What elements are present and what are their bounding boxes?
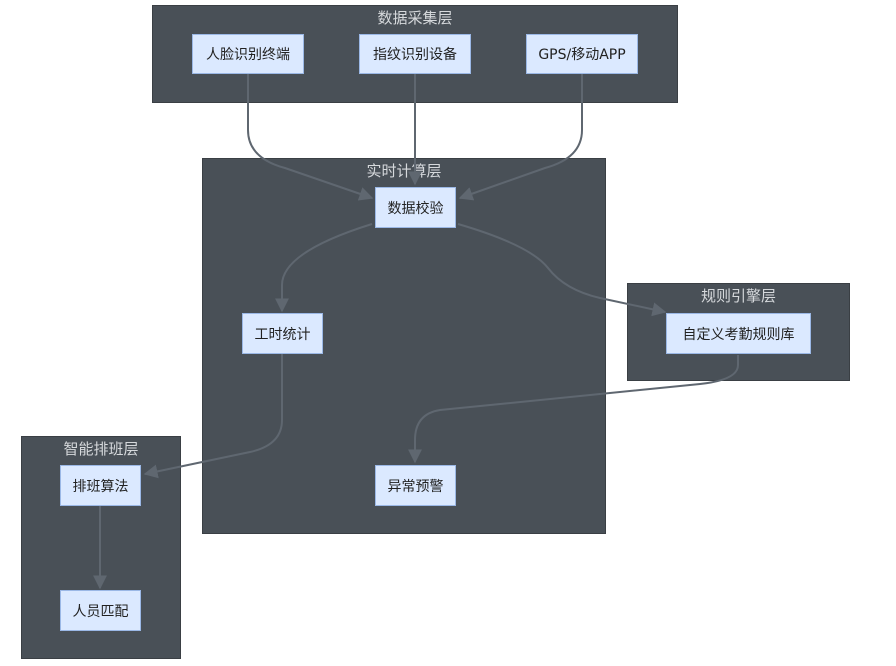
node-gps-mobile-app[interactable]: GPS/移动APP bbox=[526, 34, 638, 74]
node-anomaly-alert[interactable]: 异常预警 bbox=[375, 465, 456, 506]
node-work-hours-stats[interactable]: 工时统计 bbox=[242, 313, 323, 354]
node-data-validation[interactable]: 数据校验 bbox=[375, 187, 456, 228]
layer-title: 实时计算层 bbox=[366, 162, 442, 180]
node-custom-attendance-rules[interactable]: 自定义考勤规则库 bbox=[666, 313, 811, 354]
node-staff-matching[interactable]: 人员匹配 bbox=[60, 590, 141, 631]
layer-title: 智能排班层 bbox=[63, 440, 139, 458]
node-scheduling-algorithm[interactable]: 排班算法 bbox=[60, 465, 141, 506]
node-face-recognition-terminal[interactable]: 人脸识别终端 bbox=[192, 34, 304, 74]
layer-title: 规则引擎层 bbox=[700, 287, 776, 305]
layer-title: 数据采集层 bbox=[377, 9, 453, 27]
node-fingerprint-device[interactable]: 指纹识别设备 bbox=[359, 34, 471, 74]
